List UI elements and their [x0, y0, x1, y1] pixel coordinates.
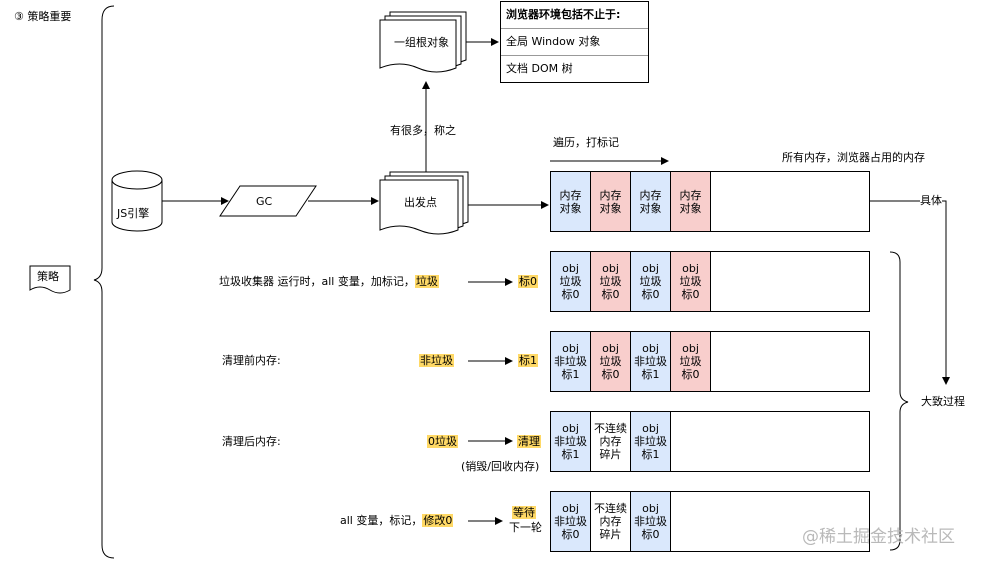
memory-cell: obj 非垃圾 标0	[551, 492, 591, 551]
memory-cell: 内存 对象	[631, 172, 671, 231]
browser-env-item: 文档 DOM 树	[506, 62, 573, 75]
memory-cell: 内存 对象	[591, 172, 631, 231]
memory-cell: obj 非垃圾 标1	[631, 332, 671, 391]
memory-cell: obj 非垃圾 标1	[551, 412, 591, 471]
left-brace	[93, 5, 115, 559]
memory-cell: obj 垃圾 标0	[551, 252, 591, 311]
gc-label: GC	[256, 195, 273, 208]
strategy-label: 策略	[37, 270, 59, 283]
memory-row: 内存 对象 内存 对象 内存 对象 内存 对象	[550, 171, 870, 232]
js-engine-label: JS引擎	[117, 207, 150, 220]
step-highlight: 垃圾	[414, 275, 439, 288]
memory-cell: 内存 对象	[671, 172, 711, 231]
concrete-label: 具体	[920, 194, 942, 208]
memory-cell: obj 非垃圾 标0	[631, 492, 671, 551]
step-note: 下一轮	[509, 521, 542, 534]
memory-cell: obj 非垃圾 标1	[551, 332, 591, 391]
step-desc: 清理后内存:	[222, 435, 281, 448]
right-brace	[889, 251, 909, 551]
browser-env-table: 浏览器环境包括不止于: 全局 Window 对象 文档 DOM 树	[500, 1, 649, 83]
step-highlight: 修改0	[422, 514, 454, 527]
step-memory-row: obj 非垃圾 标0 不连续 内存 碎片 obj 非垃圾 标0	[550, 491, 870, 552]
all-memory-label: 所有内存，浏览器占用的内存	[782, 151, 925, 164]
fragment-cell: 不连续 内存 碎片	[591, 492, 631, 551]
memory-cell: 内存 对象	[551, 172, 591, 231]
memory-cell: obj 垃圾 标0	[591, 332, 631, 391]
root-label: 一组根对象	[394, 36, 449, 49]
step-desc: 清理前内存:	[222, 354, 281, 367]
step-result: 等待	[512, 506, 536, 519]
step-result: 标1	[518, 354, 538, 367]
strategy-title: ③ 策略重要	[14, 10, 72, 23]
gc-shape	[219, 185, 317, 217]
memory-cell: obj 非垃圾 标1	[631, 412, 671, 471]
step-result: 清理	[517, 435, 541, 448]
strategy-shape	[29, 265, 71, 294]
js-engine-cylinder	[111, 170, 163, 232]
browser-env-item: 全局 Window 对象	[501, 29, 648, 56]
traverse-label: 遍历，打标记	[553, 136, 619, 149]
browser-env-header: 浏览器环境包括不止于:	[501, 2, 648, 29]
process-label: 大致过程	[921, 395, 965, 408]
step-highlight: 非垃圾	[419, 354, 454, 367]
step-memory-row: obj 垃圾 标0 obj 垃圾 标0 obj 垃圾 标0 obj 垃圾 标0	[550, 251, 870, 312]
memory-cell: obj 垃圾 标0	[591, 252, 631, 311]
step-highlight: 0垃圾	[427, 435, 458, 448]
start-document-stack	[379, 171, 469, 235]
memory-cell: obj 垃圾 标0	[671, 332, 711, 391]
root-document-stack	[379, 11, 467, 73]
root-note: 有很多，称之	[390, 124, 456, 137]
fragment-cell: 不连续 内存 碎片	[591, 412, 631, 471]
step-result: 标0	[518, 275, 538, 288]
step-desc: all 变量，标记，修改0	[340, 514, 454, 527]
step-desc: 垃圾收集器 运行时，all 变量，加标记，垃圾	[219, 275, 439, 288]
watermark: @稀土掘金技术社区	[802, 527, 955, 547]
step-note: (销毁/回收内存)	[461, 460, 540, 473]
step-memory-row: obj 非垃圾 标1 obj 垃圾 标0 obj 非垃圾 标1 obj 垃圾 标…	[550, 331, 870, 392]
memory-cell: obj 垃圾 标0	[631, 252, 671, 311]
step-memory-row: obj 非垃圾 标1 不连续 内存 碎片 obj 非垃圾 标1	[550, 411, 870, 472]
start-label: 出发点	[404, 196, 437, 209]
memory-cell: obj 垃圾 标0	[671, 252, 711, 311]
